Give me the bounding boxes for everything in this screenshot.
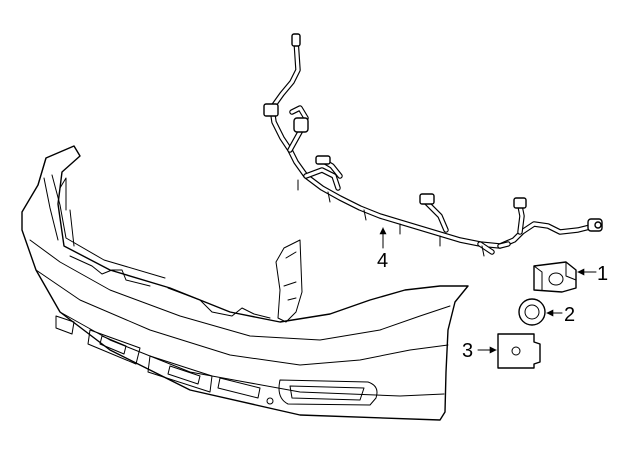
callout-leaders bbox=[379, 227, 597, 354]
parking-sensor bbox=[533, 261, 577, 293]
sensor-mounting-bracket bbox=[497, 333, 541, 369]
callout-3: 3 bbox=[462, 340, 473, 362]
callout-4: 4 bbox=[377, 250, 388, 272]
callout-1: 1 bbox=[597, 263, 608, 285]
sensor-grommet bbox=[518, 298, 546, 326]
parking-sensor-wiring-harness bbox=[263, 33, 603, 257]
callout-2: 2 bbox=[564, 304, 575, 326]
front-bumper-cover bbox=[21, 145, 469, 421]
